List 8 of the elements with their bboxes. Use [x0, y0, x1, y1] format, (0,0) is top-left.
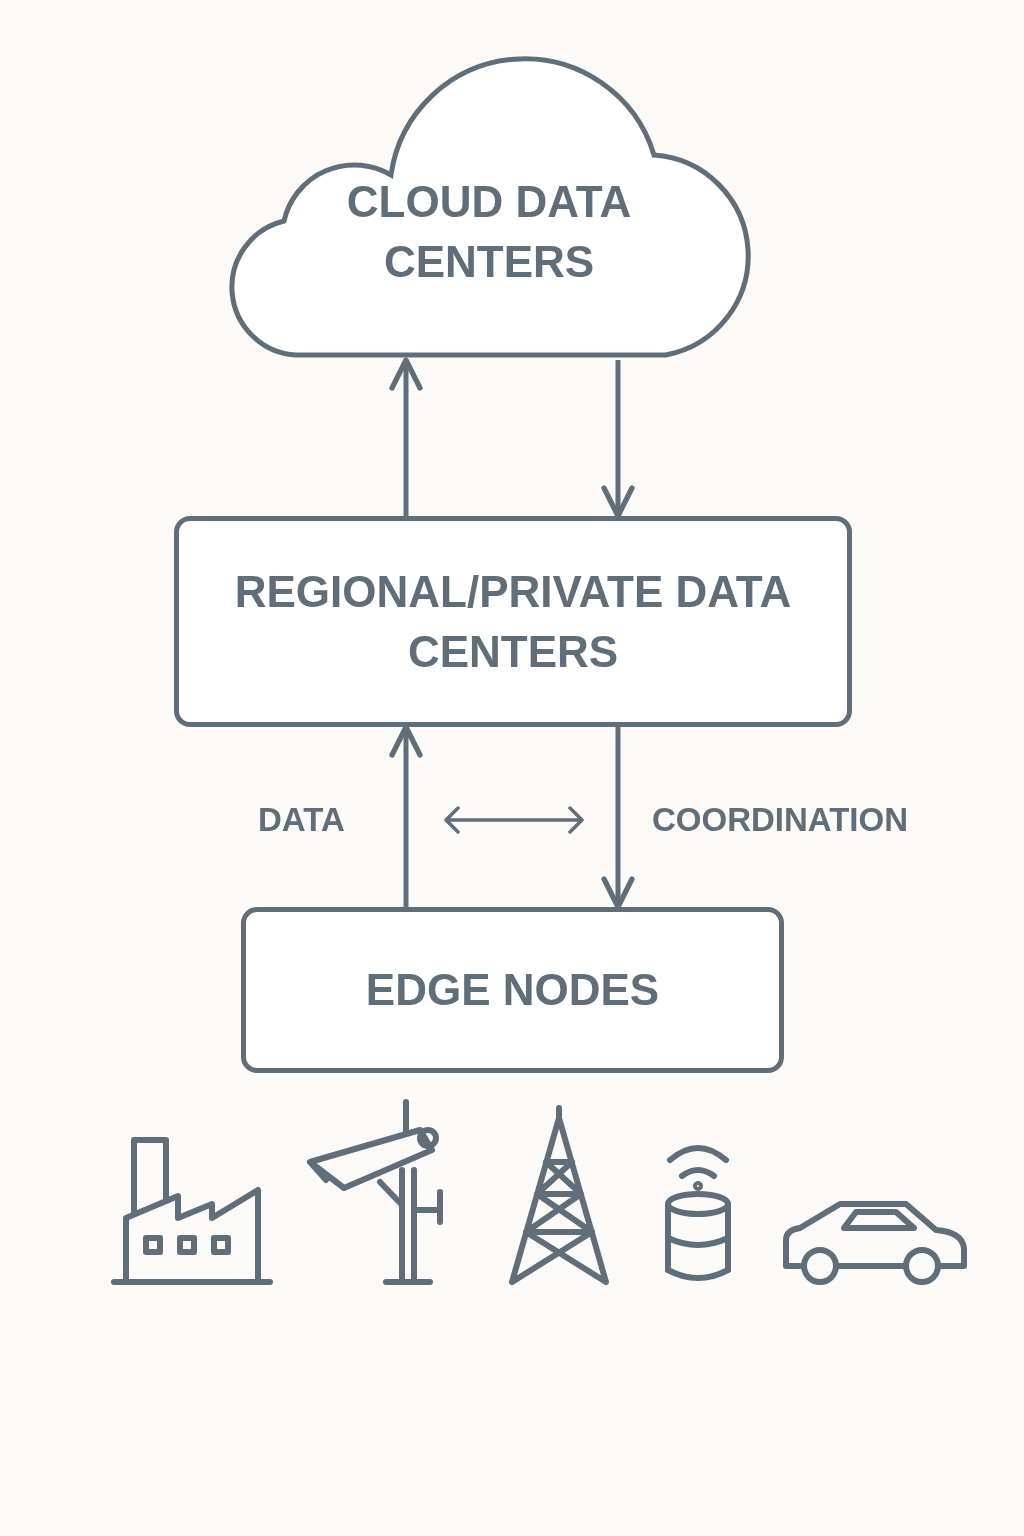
node-label: EDGE NODES — [365, 964, 660, 1017]
edge-label: COORDINATION — [652, 800, 909, 840]
node-label: CLOUD DATA CENTERS — [345, 176, 633, 288]
tier-box — [241, 907, 784, 1073]
node-label: REGIONAL/PRIVATE DATA CENTERS — [233, 566, 793, 678]
edge-label: DATA — [258, 800, 345, 840]
tier-box — [174, 516, 852, 727]
arrow — [389, 357, 423, 516]
